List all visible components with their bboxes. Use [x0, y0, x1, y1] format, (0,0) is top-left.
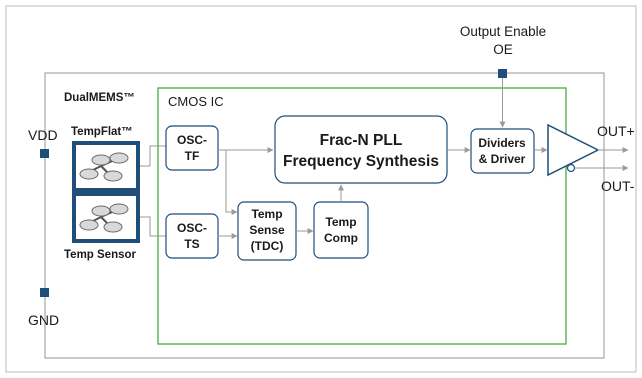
- cmos-ic-label: CMOS IC: [168, 94, 224, 109]
- dividers-label-1: Dividers: [478, 136, 526, 150]
- temp-sense-label-1: Temp: [251, 207, 282, 221]
- dividers-driver-block: [470, 128, 535, 174]
- temp-comp-label-1: Temp: [325, 215, 356, 229]
- temp-comp-block: [313, 201, 369, 259]
- osc-tf-label-1: OSC-: [177, 133, 207, 147]
- gnd-pin: [40, 288, 49, 297]
- inverting-output-bubble: [566, 163, 576, 173]
- pll-label-1: Frac-N PLL: [320, 132, 403, 149]
- dividers-label-2: & Driver: [479, 152, 526, 166]
- out-plus-label: OUT+: [597, 123, 635, 139]
- oe-pin: [498, 69, 507, 78]
- temp-sense-label-3: (TDC): [251, 239, 284, 253]
- temp-sensor-label: Temp Sensor: [64, 249, 137, 261]
- temp-sense-label-2: Sense: [249, 223, 285, 237]
- vdd-label: VDD: [28, 127, 58, 143]
- outer-frame: [5, 5, 637, 373]
- oe-label: OE: [493, 42, 513, 57]
- osc-tf-block: [165, 125, 219, 171]
- temp-comp-label-2: Comp: [324, 231, 358, 245]
- osc-tf-label-2: TF: [185, 149, 200, 163]
- frac-n-pll-block: [274, 115, 448, 184]
- vdd-pin: [40, 149, 49, 158]
- cmos-ic-region: [157, 87, 567, 345]
- output-enable-label: Output Enable: [460, 24, 546, 39]
- dualmems-label: DualMEMS™: [64, 92, 135, 104]
- out-minus-label: OUT-: [601, 178, 635, 194]
- gnd-label: GND: [28, 312, 59, 328]
- pll-label-2: Frequency Synthesis: [283, 153, 439, 170]
- tempflat-label: TempFlat™: [71, 126, 133, 138]
- osc-ts-label-1: OSC-: [177, 221, 207, 235]
- osc-ts-label-2: TS: [184, 237, 199, 251]
- output-buffer-triangle: [547, 123, 600, 177]
